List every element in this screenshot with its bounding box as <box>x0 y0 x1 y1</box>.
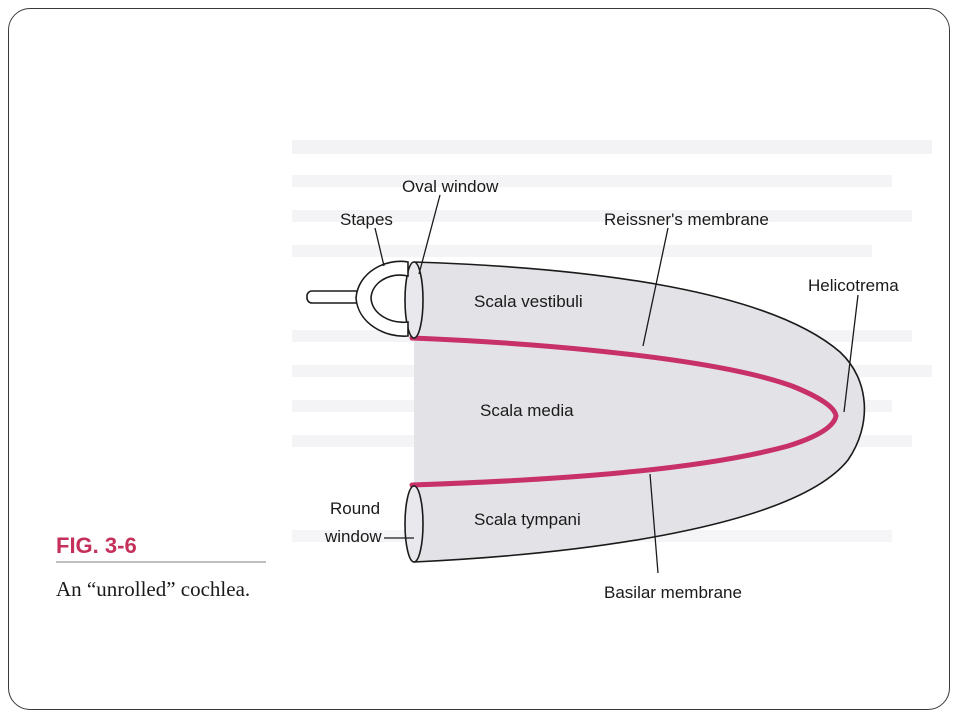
cochlea-body <box>414 262 865 562</box>
cochlea-outline <box>413 261 866 563</box>
label-basilar-membrane: Basilar membrane <box>604 583 742 602</box>
stapes-bone <box>306 260 409 337</box>
label-round-window-line1: Round <box>330 499 380 518</box>
label-reissners-membrane: Reissner's membrane <box>604 210 769 229</box>
oval-window <box>404 261 424 339</box>
label-scala-vestibuli: Scala vestibuli <box>474 292 583 311</box>
label-scala-tympani: Scala tympani <box>474 510 581 529</box>
leader-lines <box>374 194 859 574</box>
label-stapes: Stapes <box>340 210 393 229</box>
round-window <box>404 485 424 563</box>
label-round-window-line2: window <box>324 527 382 546</box>
label-helicotrema: Helicotrema <box>808 276 899 295</box>
label-oval-window: Oval window <box>402 177 499 196</box>
label-scala-media: Scala media <box>480 401 574 420</box>
figure-caption: An “unrolled” cochlea. <box>56 577 250 601</box>
membrane-loop <box>409 335 839 488</box>
figure-number: FIG. 3-6 <box>56 533 137 558</box>
